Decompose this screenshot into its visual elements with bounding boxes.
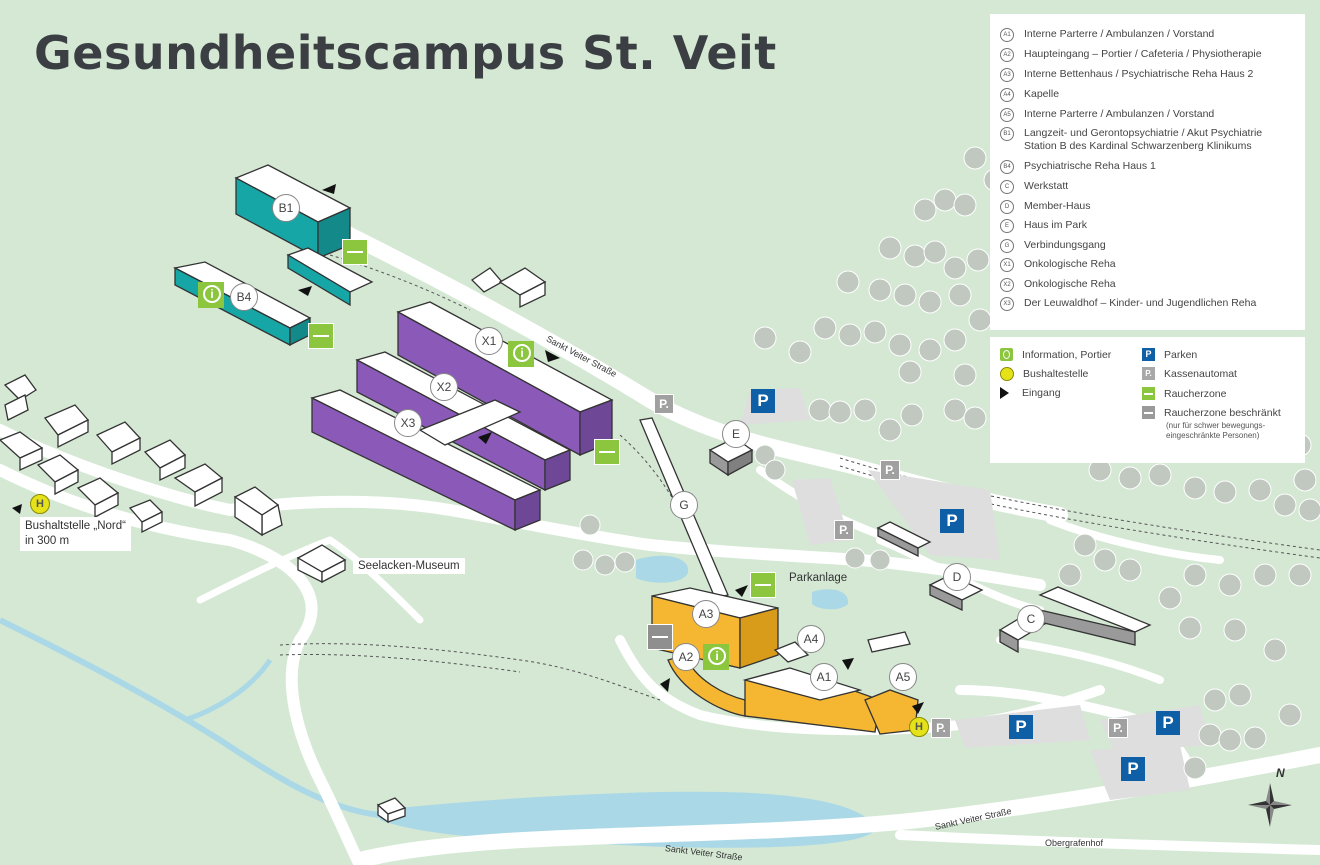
marker-b1[interactable]: B1 [272, 194, 300, 222]
ticket-machine-icon[interactable]: P. [1108, 718, 1128, 738]
trees [572, 146, 1320, 780]
legend-kasse: P.Kassenautomat [1142, 367, 1237, 380]
marker-x2[interactable]: X2 [430, 373, 458, 401]
buildings-grey [708, 437, 1152, 654]
marker-g[interactable]: G [670, 491, 698, 519]
parking-icon[interactable]: P [1121, 757, 1145, 781]
ticket-machine-icon[interactable]: P. [931, 718, 951, 738]
ticket-machine-icon[interactable]: P. [654, 394, 674, 414]
marker-e[interactable]: E [722, 420, 750, 448]
smoking-zone-icon [1142, 387, 1155, 400]
marker-a1[interactable]: A1 [810, 663, 838, 691]
legend-smoking-note: (nur für schwer bewegungs-eingeschränkte… [1166, 421, 1266, 440]
water-pond-park [812, 589, 849, 610]
park-label: Parkanlage [789, 572, 848, 584]
marker-d[interactable]: D [943, 563, 971, 591]
bus-stop-icon [1000, 367, 1014, 381]
parking-icon[interactable]: P [1009, 715, 1033, 739]
bus-stop-icon[interactable]: H [909, 717, 929, 737]
marker-a4[interactable]: A4 [797, 625, 825, 653]
legend-info: Information, Portier [1000, 348, 1111, 361]
smoking-zone-icon[interactable] [308, 323, 334, 349]
marker-x1[interactable]: X1 [475, 327, 503, 355]
restricted-smoking-zone-icon[interactable] [647, 624, 673, 650]
restricted-smoking-zone-icon [1142, 406, 1155, 419]
marker-x3[interactable]: X3 [394, 409, 422, 437]
legend-entrance: Eingang [1000, 387, 1061, 399]
entrance-markers [12, 184, 924, 714]
parking-icon[interactable]: P [1156, 711, 1180, 735]
smoking-zone-icon[interactable] [342, 239, 368, 265]
legend-smoking-restricted: Raucherzone beschränkt [1142, 406, 1281, 419]
parking-icon[interactable]: P [940, 509, 964, 533]
museum-label: Seelacken-Museum [353, 558, 465, 574]
entrance-icon [1000, 387, 1009, 399]
water-stream-branch [184, 658, 273, 723]
buildings-purple [310, 301, 614, 532]
north-label: N [1276, 766, 1285, 780]
water-pond-small [636, 555, 689, 583]
marker-b4[interactable]: B4 [230, 283, 258, 311]
marker-a2[interactable]: A2 [672, 643, 700, 671]
info-icon[interactable] [508, 341, 534, 367]
houses [0, 267, 547, 824]
bus-stop-icon[interactable]: H [30, 494, 50, 514]
page-title: Gesundheitscampus St. Veit [34, 26, 777, 80]
info-icon[interactable] [198, 282, 224, 308]
ticket-machine-icon: P. [1142, 367, 1155, 380]
info-icon [1000, 348, 1013, 361]
parking-lots [740, 388, 1210, 800]
parking-icon[interactable]: P [751, 389, 775, 413]
info-icon[interactable] [703, 644, 729, 670]
ticket-machine-icon[interactable]: P. [834, 520, 854, 540]
marker-a5[interactable]: A5 [889, 663, 917, 691]
ticket-machine-icon[interactable]: P. [880, 460, 900, 480]
smoking-zone-icon[interactable] [750, 572, 776, 598]
marker-c[interactable]: C [1017, 605, 1045, 633]
legend-symbols: Information, Portier Bushaltestelle Eing… [990, 337, 1305, 463]
marker-a3[interactable]: A3 [692, 600, 720, 628]
parking-icon: P [1142, 348, 1155, 361]
legend-bus: Bushaltestelle [1000, 367, 1088, 381]
bus-stop-label: Bushaltstelle „Nord“ in 300 m [20, 517, 131, 551]
legend-smoking: Raucherzone [1142, 387, 1226, 400]
smoking-zone-icon[interactable] [594, 439, 620, 465]
place-label: Obergrafenhof [1045, 838, 1104, 848]
north-arrow-icon [1248, 783, 1292, 827]
